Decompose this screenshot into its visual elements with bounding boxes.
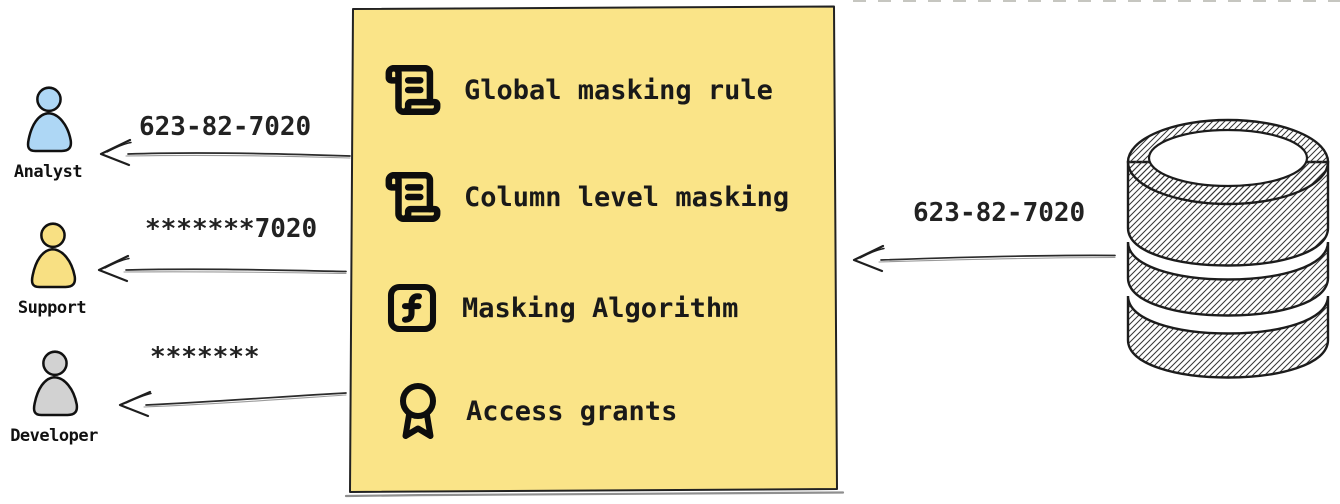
rule-row-column-masking: Column level masking	[384, 167, 789, 227]
scroll-text-icon	[385, 171, 441, 223]
rule-label: Global masking rule	[464, 74, 773, 106]
database-icon	[1126, 118, 1330, 379]
award-icon	[400, 383, 436, 439]
arrow-to-support	[97, 254, 347, 283]
developer-flow-value: *******	[150, 342, 260, 372]
function-square-icon	[387, 283, 437, 333]
actor-analyst: Analyst	[0, 86, 96, 182]
arrow-to-developer	[118, 390, 347, 418]
support-flow-value: *******7020	[145, 214, 318, 244]
developer-person-icon	[32, 350, 79, 417]
scroll-text-icon	[385, 64, 441, 116]
actor-label: Support	[17, 298, 87, 318]
actor-developer: Developer	[6, 350, 102, 446]
rule-label: Access grants	[466, 395, 678, 427]
box-sketch-underline	[344, 491, 845, 498]
rule-label: Column level masking	[464, 181, 790, 213]
masking-box-background	[349, 5, 838, 493]
top-dashed-line	[853, 0, 1340, 2]
actor-support: Support	[4, 222, 100, 318]
analyst-person-icon	[26, 86, 73, 153]
actor-label: Developer	[10, 426, 98, 446]
support-person-icon	[30, 222, 77, 289]
rule-row-global-masking: Global masking rule	[384, 60, 773, 120]
rule-row-access-grants: Access grants	[384, 381, 677, 441]
arrow-db-to-box	[852, 244, 1116, 273]
analyst-flow-value: 623-82-7020	[139, 112, 312, 142]
arrow-to-analyst	[99, 138, 351, 167]
rule-row-masking-algorithm: Masking Algorithm	[384, 278, 738, 338]
rule-label: Masking Algorithm	[462, 292, 739, 324]
actor-label: Analyst	[13, 162, 83, 182]
database-flow-value: 623-82-7020	[913, 198, 1086, 228]
